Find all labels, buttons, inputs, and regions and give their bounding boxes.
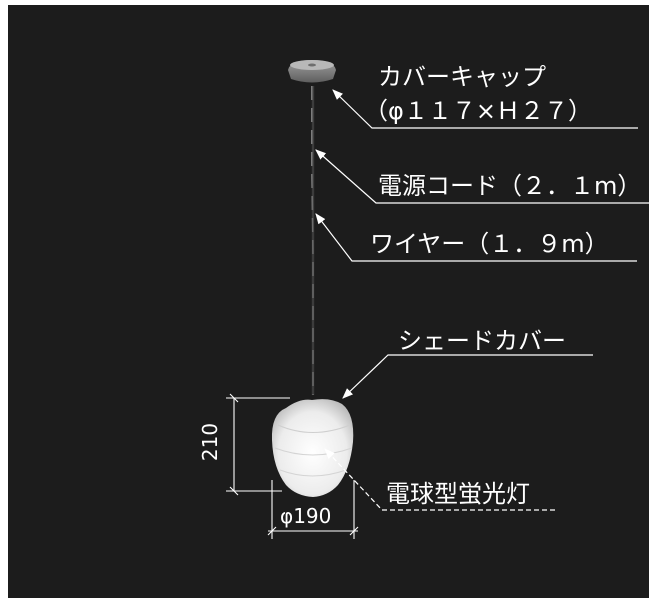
bulb-leader <box>324 448 555 511</box>
wire-label: ワイヤー（１．９m） <box>370 230 609 258</box>
cover-cap-label: カバーキャップ <box>378 63 546 91</box>
cover-cap-size-label: （φ１１７×Ｈ２７） <box>364 97 592 125</box>
cover-cap-leader <box>332 89 638 129</box>
shade-cover <box>271 399 354 497</box>
diagram-background <box>8 5 649 598</box>
power-cord-leader <box>315 149 650 204</box>
shade-cover-label: シェードカバー <box>398 327 566 355</box>
wire-leader <box>315 213 637 262</box>
power-cord-label: 電源コード（２．１m） <box>378 172 642 200</box>
bulb-label: 電球型蛍光灯 <box>386 480 530 508</box>
height-dimension-label: 210 <box>198 422 222 462</box>
diameter-dimension-label: φ190 <box>280 504 332 528</box>
cover-cap <box>288 60 336 83</box>
power-cord <box>311 86 315 395</box>
width-dimension <box>267 480 359 539</box>
height-dimension <box>226 393 290 496</box>
shade-cover-leader <box>342 354 593 399</box>
